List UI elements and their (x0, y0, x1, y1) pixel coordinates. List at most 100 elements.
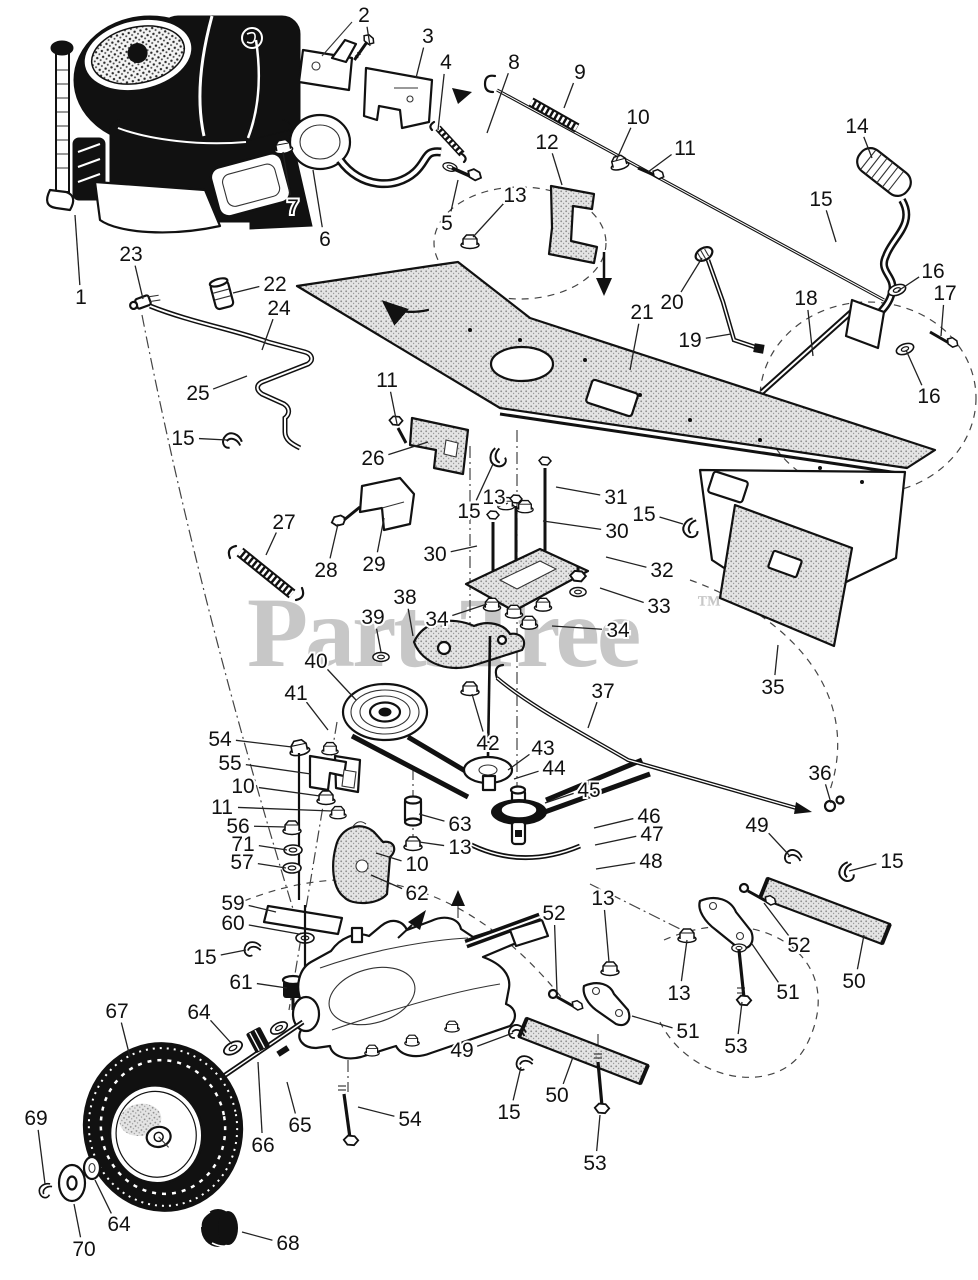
engine (45, 15, 484, 234)
callout-label: 4 (440, 51, 452, 74)
callout-label: 70 (72, 1238, 95, 1261)
leader-line (326, 668, 357, 701)
leader-line (220, 949, 247, 956)
callout-label: 24 (267, 297, 291, 320)
leader-line (375, 628, 382, 653)
leader-line (596, 1114, 601, 1152)
leader-line (450, 545, 478, 553)
leader-line (825, 210, 837, 243)
callout-label: 30 (423, 543, 446, 566)
leader-line (551, 153, 563, 186)
callout-label: 37 (591, 680, 614, 703)
leader-line (553, 924, 558, 993)
leader-line (210, 1019, 233, 1045)
leader-line (248, 924, 300, 935)
leader-line (450, 179, 459, 212)
leader-line (256, 982, 288, 989)
leader-line (248, 904, 277, 913)
leader-line (389, 391, 398, 425)
callout-label: 49 (745, 814, 768, 837)
leader-line (542, 520, 602, 531)
callout-label: 34 (606, 619, 630, 642)
callout-label: 44 (542, 757, 566, 780)
leader-line (265, 532, 277, 556)
leader-line (763, 902, 790, 937)
callout-label: 33 (647, 595, 670, 618)
leader-line (774, 644, 779, 676)
callout-label: 15 (193, 946, 216, 969)
leader-line (357, 1106, 395, 1117)
frame (295, 260, 937, 648)
callout-label: 51 (776, 981, 799, 1004)
callout-label: 16 (921, 260, 944, 283)
callout-label: 30 (605, 520, 628, 543)
leader-line (245, 763, 312, 775)
callout-label: 11 (674, 137, 696, 160)
leader-line (258, 844, 288, 851)
leader-line (73, 1203, 82, 1238)
leader-line (476, 1032, 514, 1047)
leader-line (505, 502, 509, 505)
leader-line (905, 349, 923, 386)
leader-line (237, 806, 333, 812)
callout-label: 59 (221, 892, 244, 915)
callout-label: 11 (376, 369, 398, 392)
callout-label: 54 (398, 1108, 422, 1131)
leader-line (415, 47, 425, 79)
callout-label: 63 (448, 813, 471, 836)
leader-line (587, 701, 598, 729)
leader-line (680, 257, 703, 293)
callout-label: 40 (304, 650, 327, 673)
callout-label: 36 (808, 762, 831, 785)
leader-line (594, 835, 637, 846)
leader-line (241, 1231, 273, 1241)
transaxle (216, 890, 550, 1083)
leader-line (258, 786, 321, 797)
leader-line (897, 276, 920, 292)
leader-line (388, 441, 429, 456)
callout-label: 13 (591, 887, 614, 910)
callout-label: 53 (583, 1152, 606, 1175)
callout-label: 28 (314, 559, 337, 582)
callout-label: 15 (880, 850, 903, 873)
callout-label: 2 (358, 4, 370, 27)
callout-label: 27 (272, 511, 295, 534)
callout-label: 69 (24, 1107, 47, 1130)
leader-line (512, 1066, 522, 1101)
leader-line (631, 1015, 673, 1029)
leader-line (629, 323, 640, 371)
callout-label: 23 (119, 243, 142, 266)
callout-label: 66 (251, 1134, 274, 1157)
lower-brake-linkage (338, 961, 650, 1147)
leader-line (486, 72, 509, 134)
callout-label: 25 (186, 382, 209, 405)
callout-label: 38 (393, 586, 416, 609)
callout-label: 21 (630, 301, 653, 324)
fuel-line-group (129, 277, 508, 602)
leader-line (74, 214, 81, 286)
leader-line (737, 1001, 743, 1035)
leader-line (407, 608, 414, 637)
wheel-assembly (35, 1042, 244, 1247)
callout-label: 62 (405, 882, 428, 905)
callout-label: 15 (809, 188, 832, 211)
leader-line (257, 1061, 263, 1134)
leader-line (513, 770, 539, 780)
leader-line (507, 753, 530, 771)
leader-line (253, 825, 287, 828)
callout-label: 41 (284, 682, 307, 705)
leader-line (282, 151, 291, 196)
leader-line (863, 136, 873, 159)
leader-line (376, 517, 385, 553)
callout-label: 15 (632, 503, 655, 526)
leader-line (599, 587, 644, 604)
leader-line (329, 523, 339, 559)
callout-label: 53 (724, 1035, 747, 1058)
leader-line (235, 739, 293, 748)
leader-line (544, 792, 574, 804)
leader-line (848, 863, 877, 872)
leader-line (257, 862, 287, 869)
support-plate-group (464, 456, 702, 630)
leader-line (615, 127, 632, 162)
